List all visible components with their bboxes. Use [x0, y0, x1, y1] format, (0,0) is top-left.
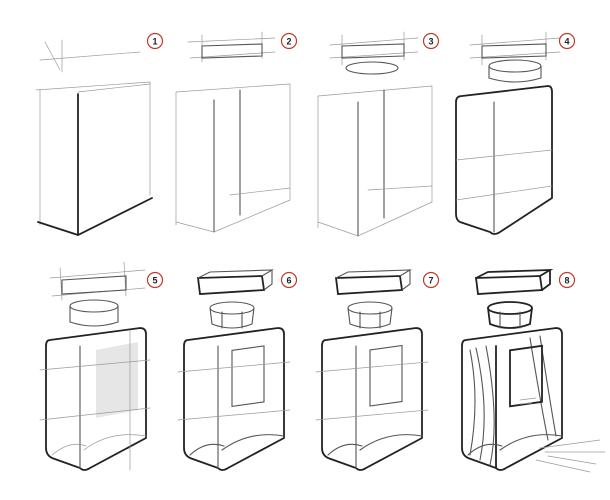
step-3-drawing	[317, 31, 433, 237]
step-number: 5	[152, 276, 157, 286]
step-number: 3	[428, 37, 433, 47]
step-badge-6: 6	[280, 271, 298, 289]
step-7-drawing	[315, 269, 429, 471]
step-1-drawing	[35, 39, 153, 236]
step-badge-7: 7	[422, 271, 440, 289]
step-4-drawing	[455, 31, 561, 235]
step-8-drawing	[461, 268, 606, 473]
step-number: 8	[564, 276, 569, 286]
step-number: 7	[428, 276, 433, 286]
step-number: 2	[286, 37, 291, 47]
step-badge-5: 5	[146, 271, 164, 289]
step-badge-3: 3	[422, 32, 440, 50]
step-number: 6	[286, 276, 291, 286]
step-badge-1: 1	[146, 32, 164, 50]
step-number: 1	[152, 37, 157, 47]
step-badge-4: 4	[558, 32, 576, 50]
step-5-drawing	[39, 261, 151, 471]
step-6-drawing	[177, 269, 291, 471]
step-badge-8: 8	[558, 271, 576, 289]
step-number: 4	[564, 37, 569, 47]
step-badge-2: 2	[280, 32, 298, 50]
step-2-drawing	[175, 31, 291, 233]
